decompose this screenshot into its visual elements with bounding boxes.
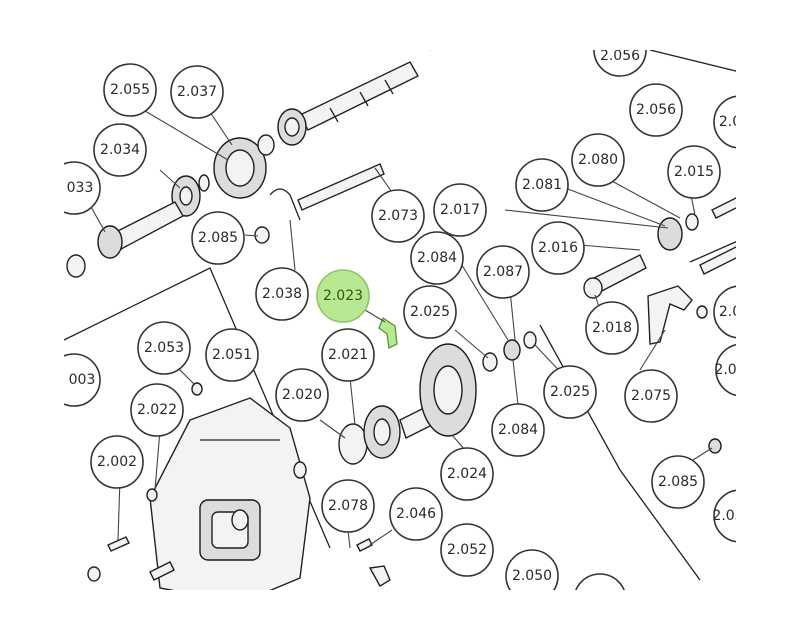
callout-2022[interactable]: 2.022 — [130, 383, 184, 437]
callout-20x[interactable]: 2.0 — [713, 95, 766, 149]
callout-2033[interactable]: 033 — [48, 161, 101, 215]
svg-text:2.046: 2.046 — [396, 506, 436, 522]
callout-2024[interactable]: 2.024 — [440, 447, 494, 501]
callout-2075[interactable]: 2.075 — [624, 369, 678, 423]
svg-text:2.084: 2.084 — [498, 422, 538, 438]
callout-2018[interactable]: 2.018 — [585, 301, 639, 355]
svg-text:2.0: 2.0 — [719, 114, 741, 130]
callout-2020[interactable]: 2.020 — [275, 368, 329, 422]
callout-2025a[interactable]: 2.025 — [403, 285, 457, 339]
fasteners — [87, 382, 722, 587]
callout-2085b[interactable]: 2.085 — [651, 455, 705, 509]
callout-2073[interactable]: 2.073 — [371, 189, 425, 243]
callout-2084a[interactable]: 2.084 — [410, 231, 464, 285]
svg-text:2.053: 2.053 — [144, 340, 184, 356]
gear-2034 — [66, 174, 210, 278]
callout-2055[interactable]: 2.055 — [103, 63, 157, 117]
callout-2015[interactable]: 2.015 — [667, 145, 721, 199]
svg-text:2.021: 2.021 — [328, 347, 368, 363]
svg-text:2.016: 2.016 — [538, 240, 578, 256]
svg-text:2.050: 2.050 — [512, 568, 552, 584]
callout-2053[interactable]: 2.053 — [137, 321, 191, 375]
svg-text:2.052: 2.052 — [447, 542, 487, 558]
callout-2078[interactable]: 2.078 — [321, 479, 375, 533]
svg-text:2.022: 2.022 — [137, 402, 177, 418]
svg-text:2.034: 2.034 — [100, 142, 140, 158]
svg-text:2.075: 2.075 — [631, 388, 671, 404]
callout-2051[interactable]: 2.051 — [205, 328, 259, 382]
svg-text:2.025: 2.025 — [550, 384, 590, 400]
callout-2056a[interactable]: 2.056 — [593, 24, 647, 77]
svg-text:2.018: 2.018 — [592, 320, 632, 336]
callout-2084b[interactable]: 2.084 — [491, 403, 545, 457]
svg-text:2.085: 2.085 — [198, 230, 238, 246]
svg-text:2.020: 2.020 — [282, 387, 322, 403]
callout-2050[interactable]: 2.050 — [505, 549, 559, 602]
svg-text:2.084: 2.084 — [417, 250, 457, 266]
callout-2056b[interactable]: 2.056 — [629, 83, 683, 137]
callout-2017[interactable]: 2.017 — [433, 183, 487, 237]
svg-text:2.080: 2.080 — [578, 152, 618, 168]
shift-rod-2073 — [254, 163, 385, 244]
svg-text:2.055: 2.055 — [110, 82, 150, 98]
callout-2016[interactable]: 2.016 — [531, 221, 585, 275]
shift-fork-2075 — [647, 285, 708, 345]
svg-text:2.078: 2.078 — [328, 498, 368, 514]
callout-2037[interactable]: 2.037 — [170, 65, 224, 119]
callout-2085a[interactable]: 2.085 — [191, 211, 245, 265]
shaft-2016 — [583, 197, 736, 299]
callout-2080[interactable]: 2.080 — [571, 133, 625, 187]
svg-text:2.03: 2.03 — [712, 508, 743, 524]
callout-2003[interactable]: 003 — [48, 353, 101, 407]
svg-text:003: 003 — [69, 372, 96, 388]
svg-text:2.025: 2.025 — [410, 304, 450, 320]
svg-text:2.017: 2.017 — [440, 202, 480, 218]
callout-2034[interactable]: 2.034 — [93, 123, 147, 177]
callouts: 2.056 2.056 2.0 2.055 2.037 2.034 033 2.… — [48, 24, 768, 602]
main-shaft — [299, 61, 419, 131]
callout-2021[interactable]: 2.021 — [321, 328, 375, 382]
callout-2038[interactable]: 2.038 — [255, 267, 309, 321]
svg-text:2.056: 2.056 — [600, 48, 640, 64]
svg-text:2.038: 2.038 — [262, 286, 302, 302]
callout-2023-highlighted[interactable]: 2.023 — [316, 269, 370, 323]
callout-2046[interactable]: 2.046 — [389, 487, 443, 541]
callout-2002[interactable]: 2.002 — [90, 435, 144, 489]
callout-2081[interactable]: 2.081 — [515, 158, 569, 212]
svg-text:2.037: 2.037 — [177, 84, 217, 100]
svg-text:2.002: 2.002 — [97, 454, 137, 470]
callout-2087[interactable]: 2.087 — [476, 245, 530, 299]
callout-partial-bottom — [575, 573, 625, 590]
svg-text:2.024: 2.024 — [447, 466, 487, 482]
svg-text:2.04: 2.04 — [714, 362, 745, 378]
svg-text:2.085: 2.085 — [658, 474, 698, 490]
svg-text:2.0: 2.0 — [719, 304, 741, 320]
callout-20y[interactable]: 2.0 — [713, 285, 766, 339]
svg-text:2.056: 2.056 — [636, 102, 676, 118]
callout-2025b[interactable]: 2.025 — [543, 365, 597, 419]
svg-text:2.073: 2.073 — [378, 208, 418, 224]
gearbox-housing — [149, 397, 311, 590]
svg-text:2.015: 2.015 — [674, 164, 714, 180]
callout-2040[interactable]: 2.04 — [714, 343, 768, 397]
clip-2023 — [378, 316, 398, 350]
svg-text:2.087: 2.087 — [483, 264, 523, 280]
gear-2037 — [213, 108, 307, 199]
svg-text:2.051: 2.051 — [212, 347, 252, 363]
callout-2030[interactable]: 2.03 — [712, 489, 766, 543]
svg-text:033: 033 — [67, 180, 94, 196]
callout-2052[interactable]: 2.052 — [440, 523, 494, 577]
gear-2024-assembly — [338, 331, 537, 465]
svg-text:2.023: 2.023 — [323, 288, 363, 304]
svg-text:2.081: 2.081 — [522, 177, 562, 193]
